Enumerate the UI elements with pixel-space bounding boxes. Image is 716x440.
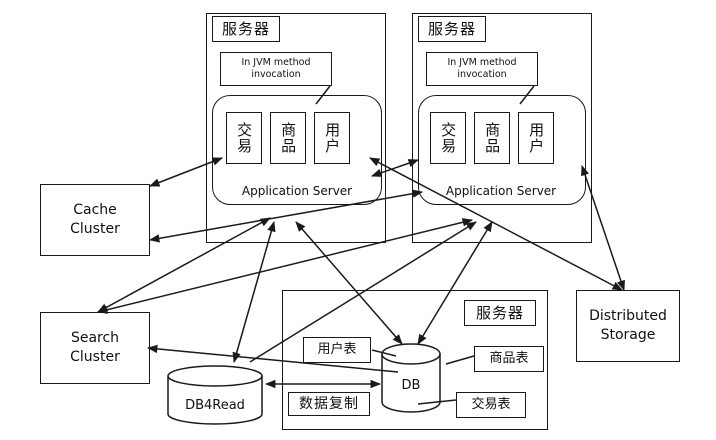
distributed-storage: Distributed Storage [576, 290, 680, 362]
left-server-to-db [295, 221, 403, 345]
left-note-pointer [315, 85, 331, 105]
users-table-pointer [371, 349, 397, 357]
cache-to-right-server [148, 189, 424, 243]
right-server-to-storage [581, 165, 625, 291]
server-left-module-user: 用户 [314, 112, 350, 164]
server-left-title: 服务器 [212, 16, 280, 42]
server-left-module-product: 商品 [270, 112, 306, 164]
db-cylinder-body [381, 354, 441, 413]
search-cluster-label: Search Cluster [70, 330, 120, 365]
table-trades: 交易表 [456, 392, 526, 418]
server-left-note-text: In JVM method invocation [241, 57, 311, 80]
trades-table-pointer [417, 399, 457, 405]
right-server-to-db [417, 221, 493, 345]
server-right-note-text: In JVM method invocation [447, 57, 517, 80]
db4read-cylinder [167, 365, 263, 425]
left-to-right-server [371, 159, 419, 177]
db4read-cylinder-body [167, 376, 263, 425]
left-server-to-storage [369, 157, 623, 291]
distributed-storage-label: Distributed Storage [589, 308, 667, 343]
db4read-label: DB4Read [185, 398, 245, 413]
server-left-module-trade: 交易 [226, 112, 262, 164]
db-cylinder [381, 343, 441, 413]
db-cylinder-top [381, 343, 441, 365]
replication-label: 数据复制 [288, 392, 370, 416]
search-to-left-server [97, 217, 271, 313]
db-label: DB [401, 378, 421, 393]
products-table-pointer [445, 355, 475, 365]
right-note-pointer [519, 85, 535, 105]
cache-to-left-server [149, 157, 223, 187]
server-right-note: In JVM method invocation [426, 52, 538, 86]
server-right-title: 服务器 [418, 16, 486, 42]
search-cluster: Search Cluster [40, 312, 150, 384]
server-left-note: In JVM method invocation [220, 52, 332, 86]
right-server-to-db4read [249, 221, 477, 363]
db4read-cylinder-top [167, 365, 263, 387]
search-to-right-server [96, 218, 474, 314]
table-products: 商品表 [474, 346, 544, 372]
left-server-to-db4read [232, 220, 276, 364]
